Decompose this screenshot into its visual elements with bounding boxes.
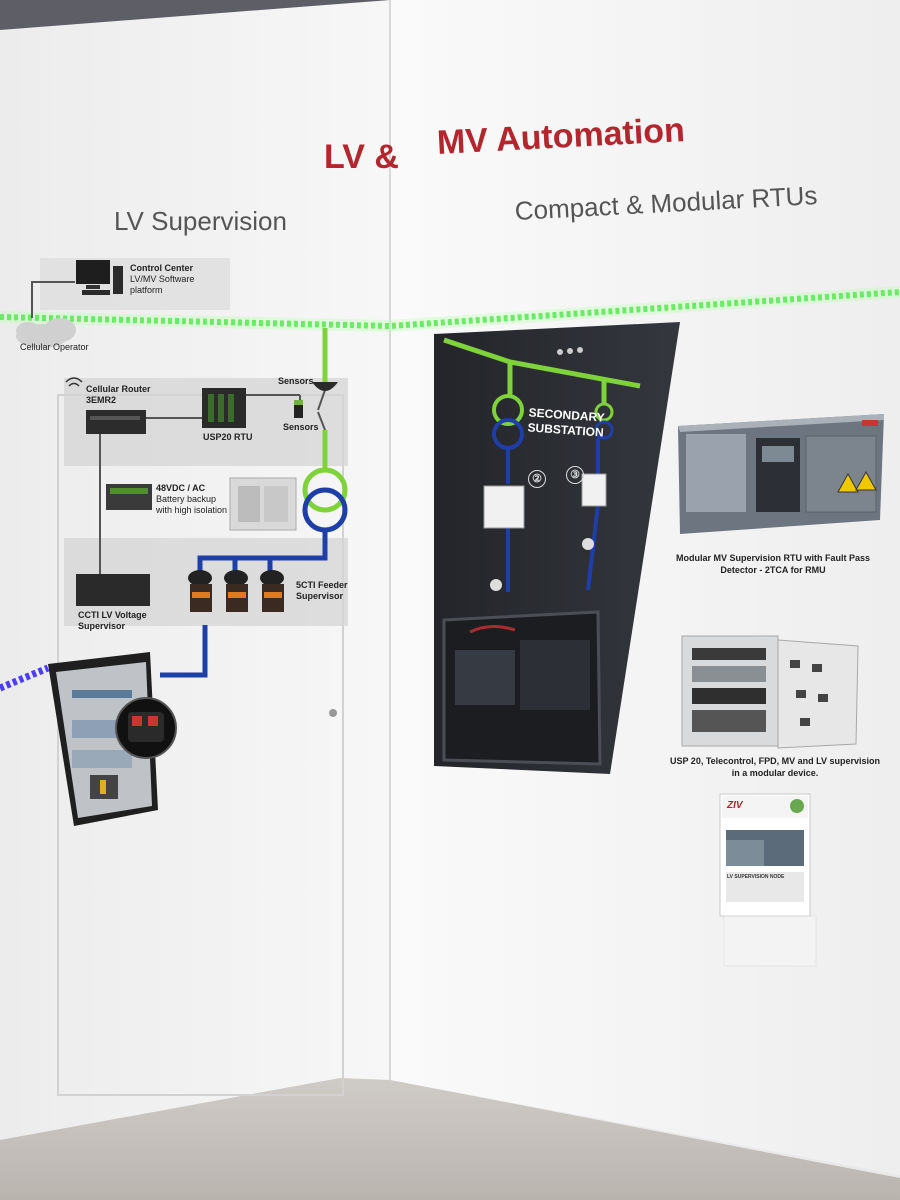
- control-center-subtitle-1: LV/MV Software: [130, 274, 195, 284]
- usp20-rtu-device: [202, 388, 246, 428]
- sensor-dome-icon: [312, 382, 338, 391]
- cellular-router-label: Cellular Router 3EMR2: [86, 384, 151, 406]
- ccti-label: CCTI LV Voltage Supervisor: [78, 610, 147, 632]
- control-center-label: Control Center LV/MV Software platform: [130, 263, 194, 296]
- feeder-sensors: [188, 570, 284, 612]
- control-center-subtitle-2: platform: [130, 285, 163, 295]
- led-strip-green: [0, 289, 900, 330]
- door-lock[interactable]: [329, 709, 337, 717]
- usp20-caption: USP 20, Telecontrol, FPD, MV and LV supe…: [660, 755, 890, 779]
- cellular-router-line1: Cellular Router: [86, 384, 151, 394]
- computer-icon: [76, 260, 123, 295]
- battery-device: [106, 484, 152, 510]
- feeder-line2: Supervisor: [296, 591, 344, 601]
- panel-screws: [557, 347, 583, 355]
- title-lv: LV &: [324, 138, 399, 176]
- usp20-rtu-label: USP20 RTU: [203, 432, 253, 442]
- router-device: [86, 410, 146, 434]
- cabinet-zoom-inset: [115, 697, 177, 759]
- indicator-left: [490, 579, 502, 591]
- rmu-rtu-product: [678, 414, 884, 534]
- network-line: [31, 281, 75, 318]
- battery-label: 48VDC / AC Battery backup with high isol…: [156, 483, 227, 516]
- led-strip-green-glow: [0, 286, 900, 333]
- lv-line: [160, 530, 328, 678]
- rmu-rtu-caption: Modular MV Supervision RTU with Fault Pa…: [668, 552, 878, 576]
- switch: [317, 389, 326, 431]
- breaker-left[interactable]: [483, 485, 525, 529]
- sub-lv-lines: [506, 438, 600, 592]
- control-center-panel: [40, 258, 230, 310]
- sub-transformer-green: [492, 394, 524, 426]
- rmu-caption-line2: Detector - 2TCA for RMU: [720, 565, 826, 575]
- rmu-caption-line1: Modular MV Supervision RTU with Fault Pa…: [675, 553, 871, 563]
- sub-sensor-green: [594, 402, 614, 422]
- substation-window-interior: [455, 625, 590, 710]
- battery-line3: with high isolation: [156, 505, 228, 515]
- cellular-operator-label: Cellular Operator: [20, 342, 89, 352]
- transformer-primary: [302, 467, 348, 513]
- wifi-icon: [65, 377, 83, 387]
- brochure-logo: ZIV: [727, 800, 743, 811]
- control-center-title: Control Center: [130, 263, 193, 273]
- brochure-headline: LV SUPERVISION NODE: [727, 874, 785, 880]
- breaker-right[interactable]: [581, 473, 607, 507]
- indicator-right: [582, 538, 594, 550]
- floor: [0, 1078, 900, 1200]
- battery-line2: Battery backup: [156, 494, 217, 504]
- substation-busbar: [443, 337, 641, 404]
- feeder-line1: 5CTI Feeder: [296, 580, 348, 590]
- battery-line1: 48VDC / AC: [156, 483, 206, 493]
- feeder-label: 5CTI Feeder Supervisor: [296, 580, 348, 602]
- sensors-bottom-label: Sensors: [283, 422, 319, 432]
- heading-lv-supervision: LV Supervision: [114, 206, 287, 236]
- cellular-router-line2: 3EMR2: [86, 395, 117, 405]
- brochure-holder: [719, 793, 817, 967]
- ccti-device: [76, 574, 150, 606]
- usp-caption-line2: in a modular device.: [731, 768, 819, 778]
- substation-number-3: ③: [566, 466, 584, 484]
- usp-caption-line1: USP 20, Telecontrol, FPD, MV and LV supe…: [669, 756, 881, 766]
- battery-cabinet: [229, 477, 297, 531]
- sensor-small-icon: [294, 400, 303, 418]
- lv-cabinet: [48, 652, 158, 826]
- substation-number-2: ②: [528, 470, 546, 488]
- cloud-icon: [16, 318, 76, 348]
- sensors-top-label: Sensors: [278, 376, 314, 386]
- ccti-line2: Supervisor: [78, 621, 126, 631]
- sub-sensor-blue: [594, 420, 614, 440]
- ccti-line1: CCTI LV Voltage: [78, 610, 147, 620]
- substation-label: SECONDARY SUBSTATION: [527, 405, 605, 440]
- led-strip-blue: [0, 664, 50, 692]
- usp20-modular-product: [681, 635, 859, 749]
